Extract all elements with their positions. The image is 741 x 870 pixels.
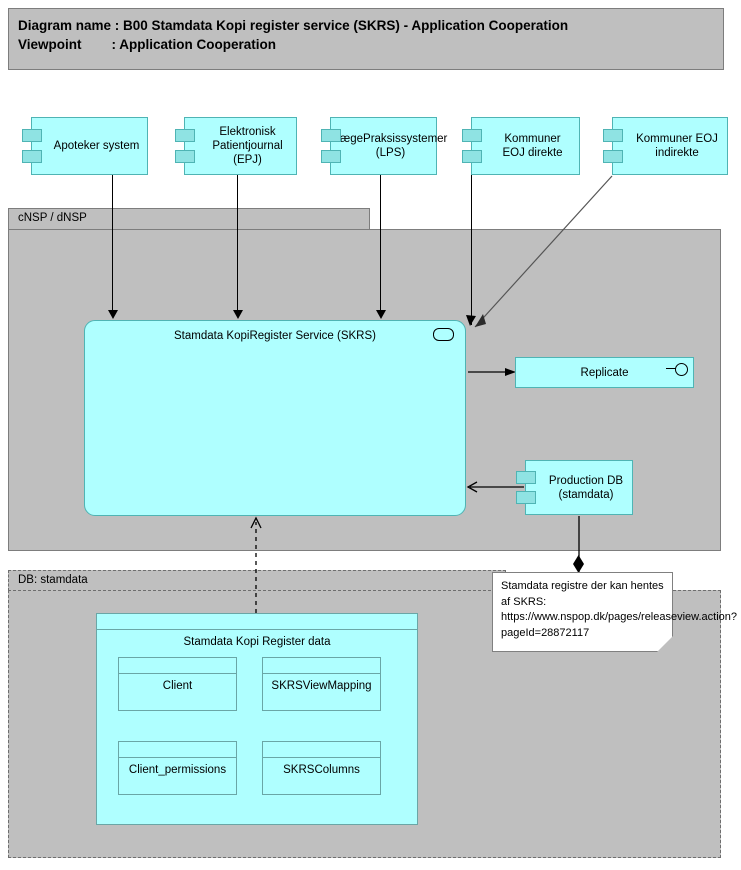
component-kommuner-eoj-direkte[interactable]: Kommuner EOJ direkte [462, 117, 580, 175]
lollipop-stem-icon [666, 368, 676, 370]
note-text: Stamdata registre der kan hentes af SKRS… [501, 580, 738, 639]
component-tab-icon [516, 491, 536, 504]
component-tab-icon [321, 150, 341, 163]
connector-eoj-direkte-to-skrs [471, 175, 473, 325]
component-tab-icon [516, 471, 536, 484]
diagram-title-block: Diagram name : B00 Stamdata Kopi registe… [8, 8, 724, 70]
entity-header-rule [263, 658, 380, 674]
component-apoteker-system[interactable]: Apoteker system [22, 117, 148, 175]
arrowhead-lps-to-skrs [376, 310, 386, 319]
note-fold-corner-icon [657, 636, 673, 652]
entity-skrscolumns[interactable]: SKRSColumns [262, 741, 381, 795]
group-label-cnsp-dnsp: cNSP / dNSP [8, 208, 370, 230]
component-tab-icon [462, 150, 482, 163]
component-laegepraksissystemer[interactable]: LægePraksissystemer (LPS) [321, 117, 447, 175]
entity-label: Client [162, 680, 193, 692]
entity-client[interactable]: Client [118, 657, 237, 711]
entity-header-rule [119, 742, 236, 758]
component-tab-icon [175, 150, 195, 163]
component-label: Production DB (stamdata) [548, 474, 624, 501]
service-replicate[interactable]: Replicate [515, 357, 694, 388]
provided-interface-oval-icon [433, 328, 454, 341]
component-label: Kommuner EOJ indirekte [636, 133, 718, 159]
component-label: Elektronisk Patientjournal (EPJ) [212, 126, 283, 166]
component-production-db[interactable]: Production DB (stamdata) [516, 460, 633, 515]
group-label-db-stamdata: DB: stamdata [8, 570, 506, 591]
data-group-label: Stamdata Kopi Register data [183, 636, 331, 648]
entity-label: SKRSColumns [283, 764, 360, 776]
entity-skrsviewmapping[interactable]: SKRSViewMapping [262, 657, 381, 711]
component-tab-icon [321, 129, 341, 142]
component-tab-icon [462, 129, 482, 142]
entity-label: SKRSViewMapping [271, 680, 372, 692]
component-label: LægePraksissystemer (LPS) [333, 133, 448, 159]
component-label: Apoteker system [53, 140, 140, 152]
component-elektronisk-patientjournal[interactable]: Elektronisk Patientjournal (EPJ) [175, 117, 297, 175]
composition-diamond-productiondb-note [573, 555, 584, 573]
component-label: Kommuner EOJ direkte [502, 133, 563, 159]
component-label: Stamdata KopiRegister Service (SKRS) [174, 330, 376, 342]
connector-apoteker-to-skrs [112, 175, 114, 312]
connector-lps-to-skrs [380, 175, 382, 312]
arrowhead-epj-to-skrs [233, 310, 243, 319]
component-tab-icon [603, 129, 623, 142]
note-stamdata-registre: Stamdata registre der kan hentes af SKRS… [492, 572, 737, 652]
viewpoint-line: Viewpoint : Application Cooperation [18, 37, 277, 52]
lollipop-interface-icon [675, 363, 688, 376]
component-tab-icon [603, 150, 623, 163]
component-kommuner-eoj-indirekte[interactable]: Kommuner EOJ indirekte [603, 117, 728, 175]
entity-header-rule [263, 742, 380, 758]
entity-label: Client_permissions [128, 764, 227, 776]
component-stamdata-kopiregister-service[interactable]: Stamdata KopiRegister Service (SKRS) [84, 320, 466, 516]
data-group-header-rule [97, 614, 417, 630]
entity-client-permissions[interactable]: Client_permissions [118, 741, 237, 795]
service-label: Replicate [580, 366, 629, 379]
entity-header-rule [119, 658, 236, 674]
component-tab-icon [22, 150, 42, 163]
connector-epj-to-skrs [237, 175, 239, 312]
diagram-name-line: Diagram name : B00 Stamdata Kopi registe… [18, 18, 569, 33]
arrowhead-apoteker-to-skrs [108, 310, 118, 319]
component-tab-icon [22, 129, 42, 142]
component-tab-icon [175, 129, 195, 142]
